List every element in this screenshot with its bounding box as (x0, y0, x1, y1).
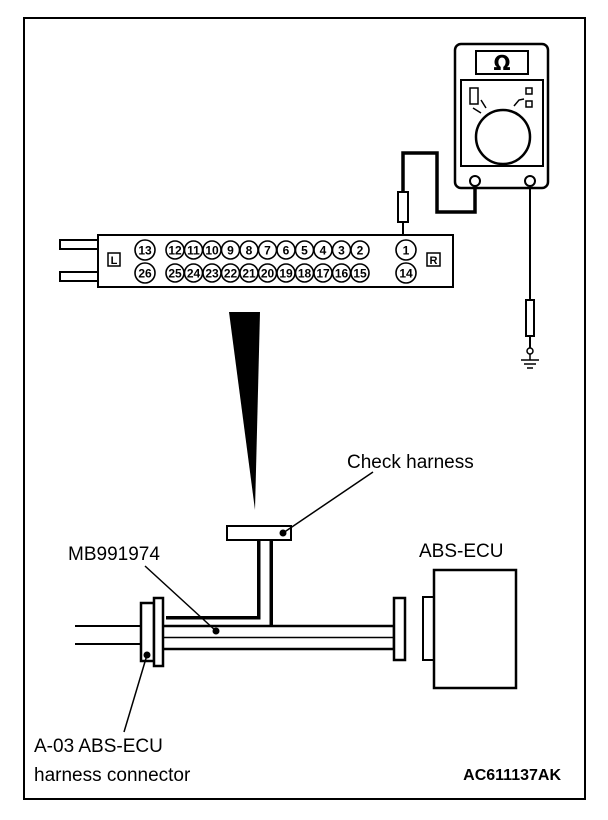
connector-pin-label-2: 2 (357, 244, 364, 258)
label-tool-number: MB991974 (68, 544, 160, 565)
diagram-frame (23, 17, 586, 800)
label-check-harness: Check harness (347, 452, 474, 473)
ohmmeter-dial-ticks (472, 98, 525, 114)
connector-pin-top-13 (134, 239, 156, 261)
test-lead-positive (401, 151, 477, 214)
ground-icon (521, 347, 539, 369)
leader-check-harness (282, 471, 374, 534)
connector-pin-label-16: 16 (335, 267, 349, 281)
connector-pin-label-19: 19 (279, 267, 293, 281)
ohmmeter-terminal-left (469, 175, 481, 187)
connector-pin-label-18: 18 (298, 267, 312, 281)
ohmmeter-terminal-right (524, 175, 536, 187)
leader-tool (144, 565, 217, 632)
connector-pin-label-8: 8 (246, 244, 253, 258)
connector-pin-bottom-14 (395, 262, 417, 284)
ohmmeter-dial (474, 108, 532, 166)
connector-pin-label-26: 26 (138, 267, 152, 281)
check-harness-cable-outline (166, 540, 273, 632)
connector-right-marker (426, 252, 441, 267)
label-harness-line1: A-03 ABS-ECU (34, 736, 163, 757)
connector-pin-label-13: 13 (138, 244, 152, 258)
check-harness-cable-fill (166, 540, 270, 629)
connector-pins-bottom: 26 25 24 23 22 21 20 19 18 17 16 15 14 (134, 262, 417, 284)
connector-pin-label-14: 14 (399, 267, 413, 281)
connector-pin-label-5: 5 (301, 244, 308, 258)
ohm-symbol: Ω (493, 51, 510, 75)
leader-harness-connector (123, 654, 148, 733)
abs-ecu-unit (432, 568, 518, 690)
connector-pin-label-17: 17 (316, 267, 330, 281)
connector-left-marker (107, 252, 121, 267)
ohmmeter-display (475, 50, 529, 75)
connector-pin-label-23: 23 (205, 267, 219, 281)
connector-pin-label-6: 6 (283, 244, 290, 258)
connector-pin-top-1 (395, 239, 417, 261)
connector-pin-label-7: 7 (264, 244, 271, 258)
connector-tab-upper (59, 239, 99, 250)
connector-left-marker-label: L (111, 255, 118, 267)
check-harness (166, 525, 292, 632)
connector-pin-label-21: 21 (242, 267, 256, 281)
ohmmeter: Ω (453, 42, 550, 190)
probe-ground (525, 299, 535, 337)
ecu-connector-socket (422, 596, 435, 661)
connector-pin-label-1: 1 (403, 244, 410, 258)
connector-pin-label-4: 4 (320, 244, 327, 258)
connector-pin-label-15: 15 (353, 267, 367, 281)
connector-pin-label-11: 11 (187, 244, 200, 258)
connector-pin-top-2 (350, 240, 370, 260)
connector-right-marker-label: R (430, 255, 438, 267)
connector-pin-label-12: 12 (168, 244, 182, 258)
probe-positive (397, 191, 409, 223)
ohmmeter-switch (469, 87, 479, 105)
connector-pin-label-22: 22 (224, 267, 238, 281)
connector-pin-label-24: 24 (187, 267, 201, 281)
connector-pin-label-20: 20 (261, 267, 275, 281)
ohmmeter-indicator-2 (525, 100, 533, 108)
connector-pin-label-3: 3 (338, 244, 345, 258)
connector-pin-label-25: 25 (168, 267, 182, 281)
pointer-wedge (229, 312, 260, 510)
check-harness-connector (226, 525, 292, 541)
connector-pin-label-10: 10 (205, 244, 219, 258)
ecu-side-connector (392, 596, 407, 662)
connector-pin-bottom-26 (134, 262, 156, 284)
figure-code: AC611137AK (463, 767, 561, 784)
connector-tab-lower (59, 271, 99, 282)
connector-pin-label-9: 9 (227, 244, 234, 258)
harness-connector-flange (152, 596, 165, 668)
connector-pin-bottom-15 (350, 263, 370, 283)
label-harness-line2: harness connector (34, 765, 191, 786)
ohmmeter-indicator-1 (525, 87, 533, 95)
label-abs-ecu: ABS-ECU (419, 541, 503, 562)
